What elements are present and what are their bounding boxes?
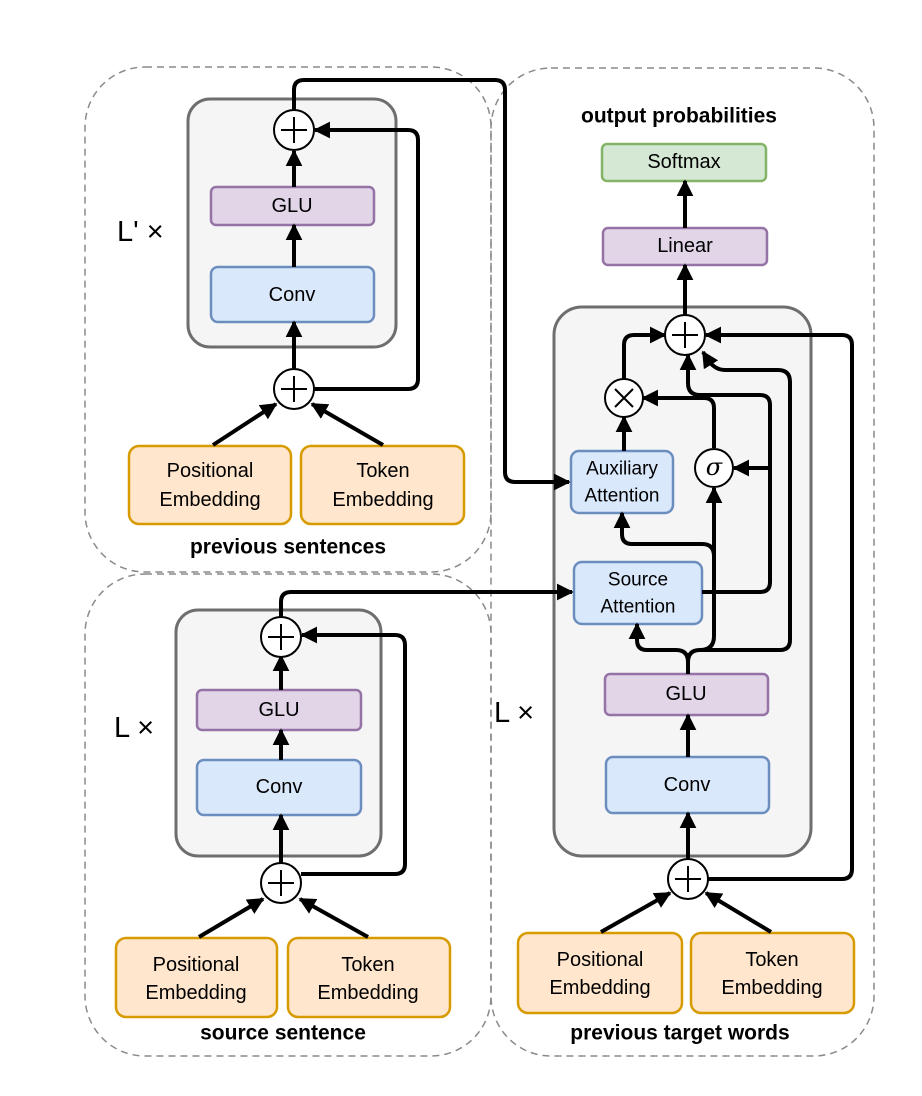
arrow	[622, 326, 667, 379]
positional-embedding-label-line2: Embedding	[145, 982, 246, 1004]
section-title: source sentence	[200, 1022, 366, 1045]
source-attention-label-line1: Source	[608, 570, 668, 591]
source-sentence-container	[84, 573, 492, 1057]
residual-arrow	[704, 326, 854, 881]
softmax-label: Softmax	[647, 151, 720, 173]
source-sentence-to-source-attention-arrow	[279, 583, 574, 617]
arrow	[211, 402, 278, 447]
section-title: previous sentences	[190, 536, 386, 559]
repeat-label: L ×	[494, 697, 534, 729]
token-embedding-block	[286, 936, 452, 1019]
arrow	[600, 891, 672, 934]
previous-sentences-encoder: GLU Conv L' × Positional Embedding Token…	[117, 97, 466, 559]
residual-arrow	[313, 121, 420, 391]
arrow	[700, 350, 792, 652]
arrow	[704, 891, 773, 934]
plus-icon	[268, 624, 294, 650]
token-embedding-label-line1: Token	[356, 460, 409, 482]
token-embedding-block	[299, 444, 466, 526]
token-embedding-label-line2: Embedding	[721, 977, 822, 999]
plus-icon	[672, 322, 698, 348]
positional-embedding-label-line1: Positional	[153, 954, 240, 976]
token-embedding-label-line1: Token	[745, 949, 798, 971]
token-embedding-label-line2: Embedding	[332, 489, 433, 511]
conv-label: Conv	[269, 284, 316, 306]
linear-label: Linear	[657, 235, 713, 257]
conv-label: Conv	[664, 774, 711, 796]
glu-label: GLU	[258, 699, 299, 721]
positional-embedding-label-line2: Embedding	[159, 489, 260, 511]
arrow	[197, 897, 265, 939]
positional-embedding-block	[516, 931, 684, 1015]
token-embedding-block	[689, 931, 856, 1015]
positional-embedding-label-line2: Embedding	[549, 977, 650, 999]
plus-icon	[268, 870, 294, 896]
arrow	[641, 389, 716, 448]
conv-label: Conv	[256, 776, 303, 798]
plus-icon	[281, 117, 307, 143]
multiply-icon	[614, 388, 634, 408]
previous-sentences-to-auxiliary-attention-arrow	[292, 78, 571, 491]
residual-arrow	[300, 626, 407, 876]
previous-sentences-container	[84, 66, 492, 573]
repeat-label: L' ×	[117, 216, 164, 248]
sigmoid-gate-operator	[694, 448, 734, 488]
glu-label: GLU	[665, 683, 706, 705]
arrow	[298, 897, 369, 939]
plus-icon	[281, 376, 307, 402]
arrow	[679, 353, 772, 594]
plus-icon	[675, 866, 701, 892]
section-title: previous target words	[570, 1022, 789, 1045]
token-embedding-label-line1: Token	[341, 954, 394, 976]
auxiliary-attention-label-line2: Attention	[585, 486, 660, 507]
source-sentence-encoder: GLU Conv L × Positional Embedding Token …	[114, 608, 452, 1045]
positional-embedding-block	[114, 936, 279, 1019]
arrow	[613, 511, 716, 557]
token-embedding-label-line2: Embedding	[317, 982, 418, 1004]
decoder: output probabilities Softmax Linear L × …	[494, 105, 856, 1045]
glu-label: GLU	[271, 195, 312, 217]
sigma-icon: σ	[706, 453, 723, 481]
arrow	[310, 402, 385, 447]
positional-embedding-label-line1: Positional	[557, 949, 644, 971]
positional-embedding-block	[127, 444, 293, 526]
output-probabilities-title: output probabilities	[581, 105, 777, 128]
auxiliary-attention-label-line1: Auxiliary	[586, 459, 658, 480]
source-attention-label-line2: Attention	[601, 597, 676, 618]
repeat-label: L ×	[114, 712, 154, 744]
positional-embedding-label-line1: Positional	[167, 460, 254, 482]
